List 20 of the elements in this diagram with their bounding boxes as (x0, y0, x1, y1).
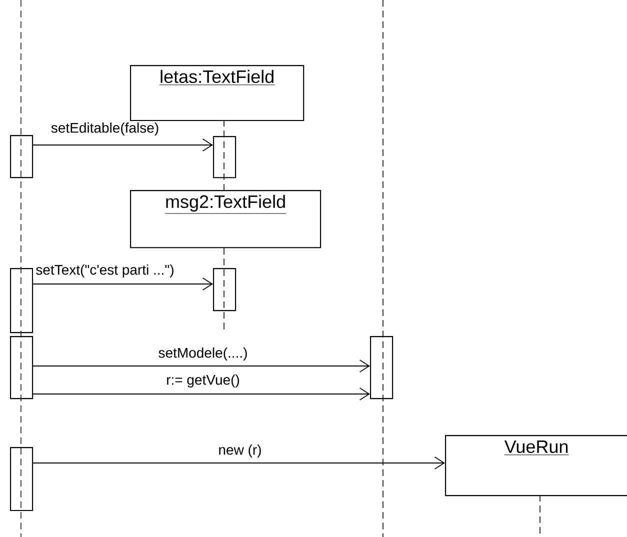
arrow (32, 388, 370, 400)
arrow (32, 360, 370, 372)
message-label: setModele(....) (156, 346, 250, 362)
arrow (32, 456, 446, 470)
object-box: VueRun (445, 435, 627, 496)
activation-bar (10, 336, 34, 400)
message-label: new (r) (216, 443, 264, 459)
object-box: msg2:TextField (130, 190, 322, 248)
object-box: letas:TextField (130, 65, 304, 121)
activation-bar (10, 447, 34, 511)
activation-bar (213, 136, 236, 178)
activation-bar (213, 268, 236, 312)
message-label: setText("c'est parti ...") (33, 263, 177, 279)
activation-bar (10, 135, 34, 178)
message-label: r:= getVue() (163, 373, 243, 389)
activation-bar (370, 336, 394, 400)
message-label: setEditable(false) (48, 121, 162, 137)
activation-bar (10, 268, 34, 334)
arrow (32, 278, 213, 290)
arrow (32, 138, 213, 152)
